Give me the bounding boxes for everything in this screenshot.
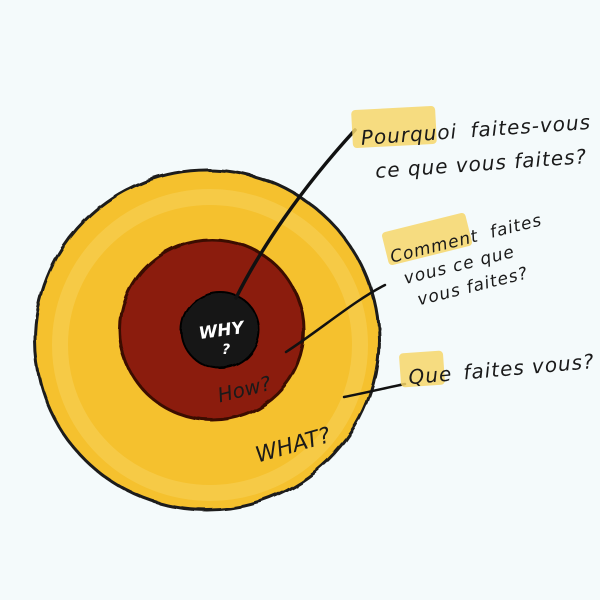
what-note-highlight-word: Que — [407, 361, 453, 389]
what-note-rest: faites vous? — [462, 349, 595, 384]
outer-ring-texture — [52, 189, 368, 501]
what-note-highlight — [399, 350, 445, 388]
how-note-rest: faites — [488, 210, 544, 242]
how-note-highlight — [382, 212, 472, 266]
why-note-rest: faites-vous — [470, 110, 592, 142]
inner-core-why — [180, 291, 260, 369]
why-question-mark: ? — [222, 342, 230, 358]
why-leader-line — [234, 128, 357, 300]
how-leader-line — [284, 283, 387, 354]
why-note-line2: ce que vous faites? — [374, 144, 587, 183]
what-leader-line — [342, 382, 407, 399]
why-note-highlight — [351, 106, 437, 148]
